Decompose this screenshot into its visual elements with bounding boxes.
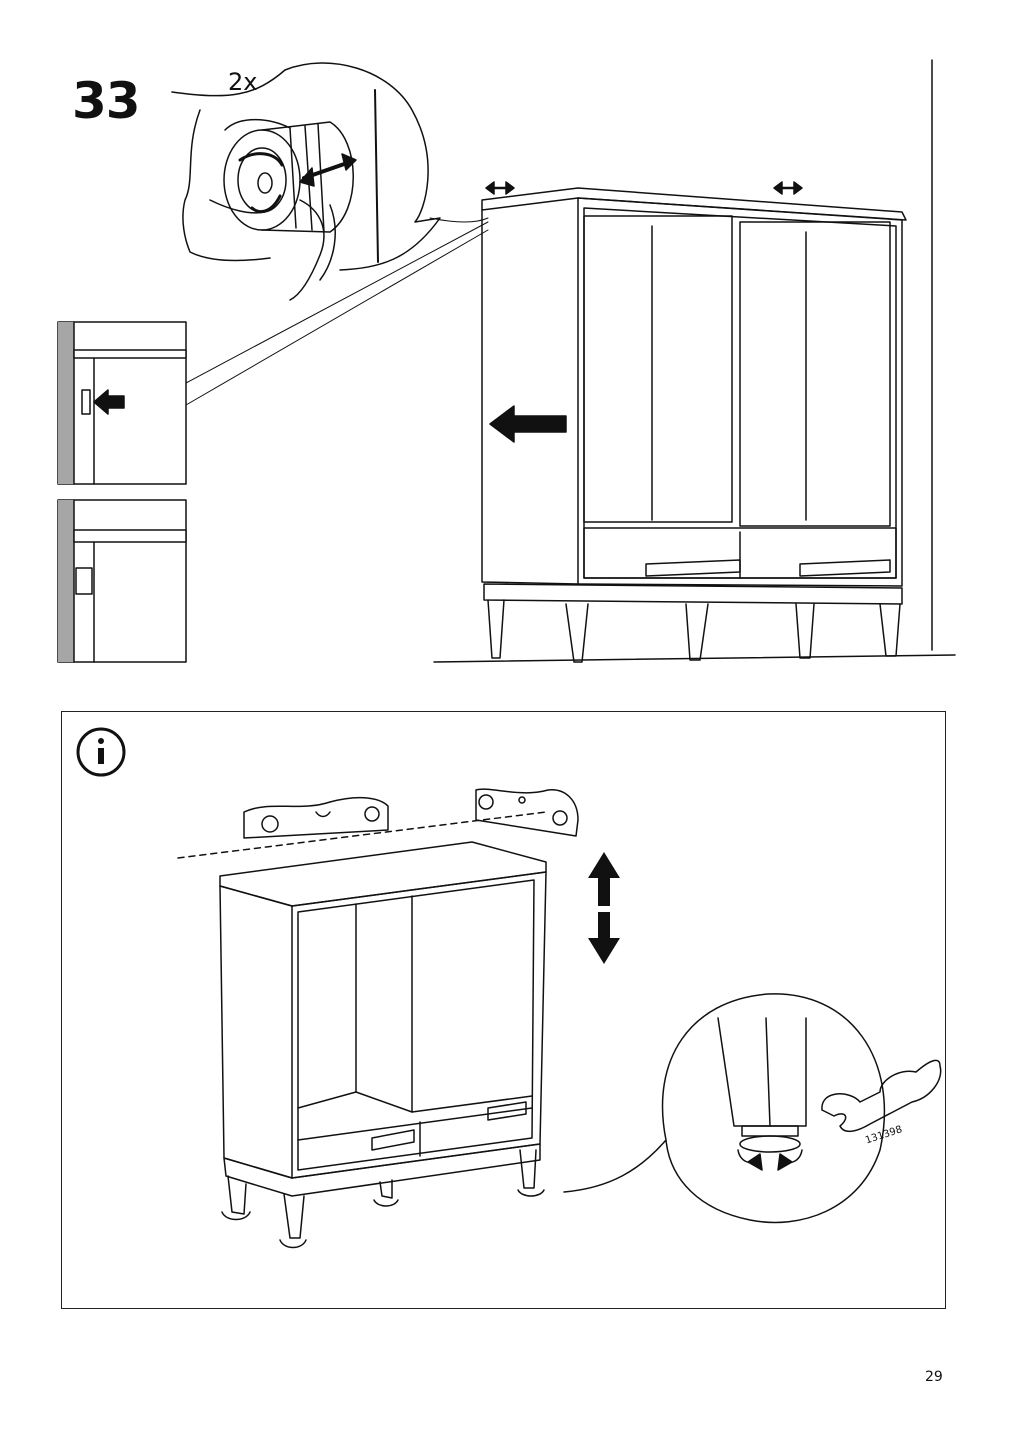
spirit-level-right: [475, 788, 579, 837]
page-number: 29: [925, 1369, 943, 1385]
level-line: [177, 811, 547, 859]
height-arrows: [588, 852, 620, 964]
cabinet-step33: [481, 181, 907, 663]
step-number: 33: [72, 72, 141, 130]
spirit-level-left: [243, 796, 389, 839]
info-panel: [61, 711, 946, 1309]
info-icon: [76, 727, 126, 777]
wrench-icon: [821, 1059, 942, 1133]
magnifier-hand-turning-foot: [171, 62, 441, 301]
detail-before: [57, 321, 187, 485]
detail-after: [57, 499, 187, 663]
cabinet-info: [219, 841, 547, 1249]
foot-detail-magnifier: [563, 993, 886, 1224]
wall-floor: [433, 59, 956, 663]
callout-lines: [185, 217, 489, 406]
quantity-label: 2x: [228, 68, 258, 96]
